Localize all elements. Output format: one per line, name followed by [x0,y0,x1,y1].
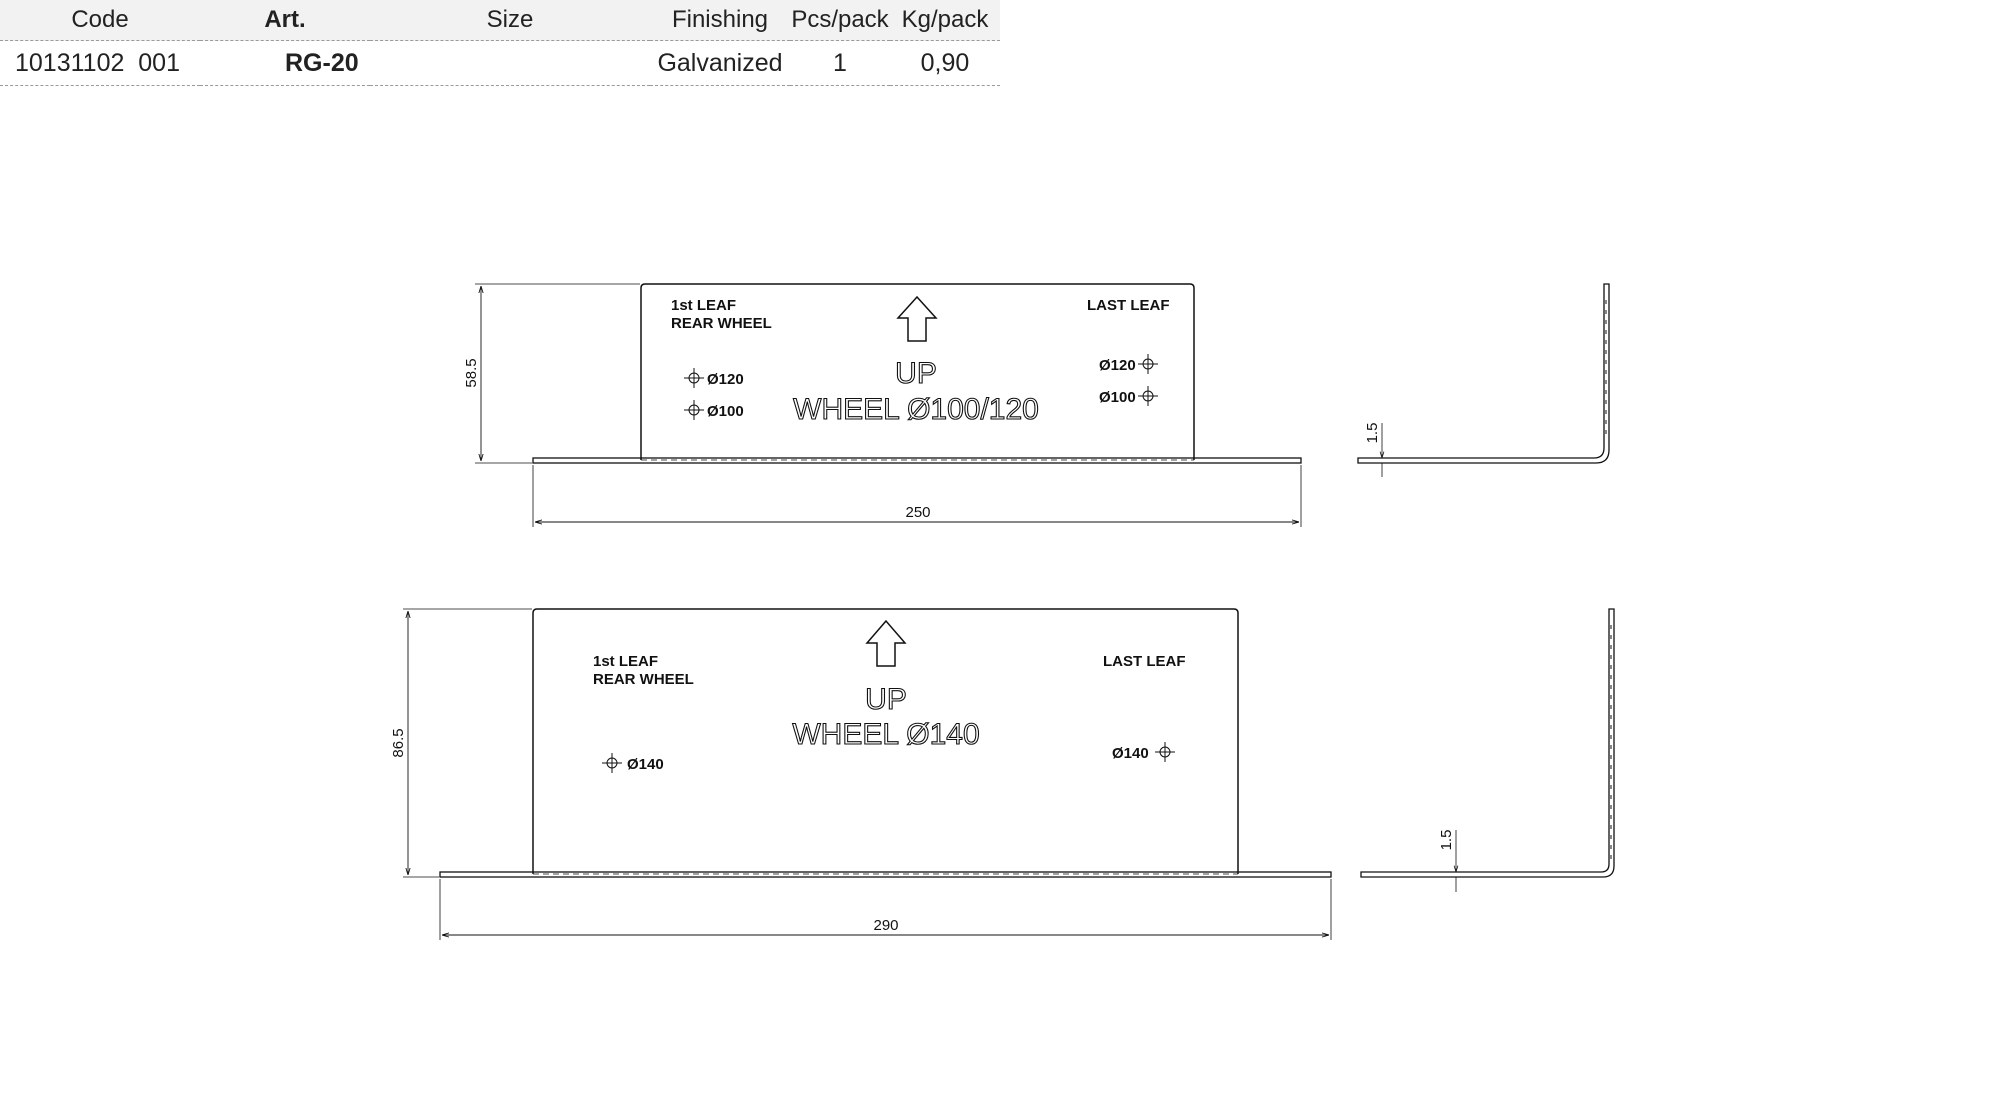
drawing1-hole-right-a-icon [1137,353,1159,375]
drawing2-label-first-leaf: 1st LEAF [593,653,658,670]
drawing2-dim-height: 86.5 [390,728,407,757]
drawing2-plate-outline [532,608,1239,874]
drawing1-label-last-leaf: LAST LEAF [1087,297,1170,314]
spec-table: Code Art. Size Finishing Pcs/pack Kg/pac… [0,0,1000,86]
drawing1-up-arrow-icon [896,295,938,342]
drawing2-hole-right-label: Ø140 [1112,745,1149,762]
header-finishing: Finishing [650,0,790,41]
cell-code: 10131102 001 [0,40,200,86]
drawing2-dim-width: 290 [873,917,898,934]
drawing2-wheel-text: WHEEL Ø140 [792,718,979,751]
drawing2-hole-left-label: Ø140 [627,756,664,773]
drawing1-dim-height: 58.5 [463,358,480,387]
drawing1-hole-right-b-label: Ø100 [1099,389,1136,406]
drawing2-dim-thickness: 1.5 [1438,830,1455,851]
drawing2-base-flange [439,871,1332,878]
drawing2-up-text: UP [865,683,907,716]
header-size: Size [370,0,650,41]
drawing2-hole-left-icon [601,752,623,774]
drawing1-side-view: 1.5 [1357,283,1610,477]
cell-pcs-pack: 1 [790,40,890,86]
drawing1-base-flange [532,457,1302,464]
drawing2-front-view: 1st LEAF REAR WHEEL LAST LEAF UP WHEEL Ø… [390,608,1332,940]
drawing1-hole-left-b-icon [683,399,705,421]
drawing1-hole-left-b-label: Ø100 [707,403,744,420]
drawing1-front-view: 1st LEAF REAR WHEEL LAST LEAF UP WHEEL Ø… [463,283,1302,527]
drawing2-label-last-leaf: LAST LEAF [1103,653,1186,670]
drawing1-label-first-leaf: 1st LEAF [671,297,736,314]
drawing1-hole-left-a-label: Ø120 [707,371,744,388]
drawing1-plate-outline [640,283,1195,460]
drawing1-up-text: UP [895,357,937,390]
drawing2-side-view: 1.5 [1360,608,1615,892]
drawing1-wheel-text: WHEEL Ø100/120 [793,393,1039,426]
drawing1-dim-thickness: 1.5 [1364,423,1381,444]
header-kg-pack: Kg/pack [890,0,1000,41]
cell-art: RG-20 [200,40,370,86]
cell-kg-pack: 0,90 [890,40,1000,86]
drawing1-hole-right-b-icon [1137,385,1159,407]
header-code: Code [0,0,200,41]
cell-size [370,40,650,86]
drawing1-dim-width: 250 [905,504,930,521]
header-pcs-pack: Pcs/pack [790,0,890,41]
table-row: 10131102 001 RG-20 Galvanized 1 0,90 [0,40,1000,86]
drawing1-hole-left-a-icon [683,367,705,389]
table-header-row: Code Art. Size Finishing Pcs/pack Kg/pac… [0,0,1000,41]
drawing2-up-arrow-icon [865,619,907,667]
drawing1-hole-right-a-label: Ø120 [1099,357,1136,374]
cell-finishing: Galvanized [650,40,790,86]
drawing2-hole-right-icon [1154,741,1176,763]
drawing2-label-rear-wheel: REAR WHEEL [593,671,694,688]
header-art: Art. [200,0,370,41]
drawing1-label-rear-wheel: REAR WHEEL [671,315,772,332]
